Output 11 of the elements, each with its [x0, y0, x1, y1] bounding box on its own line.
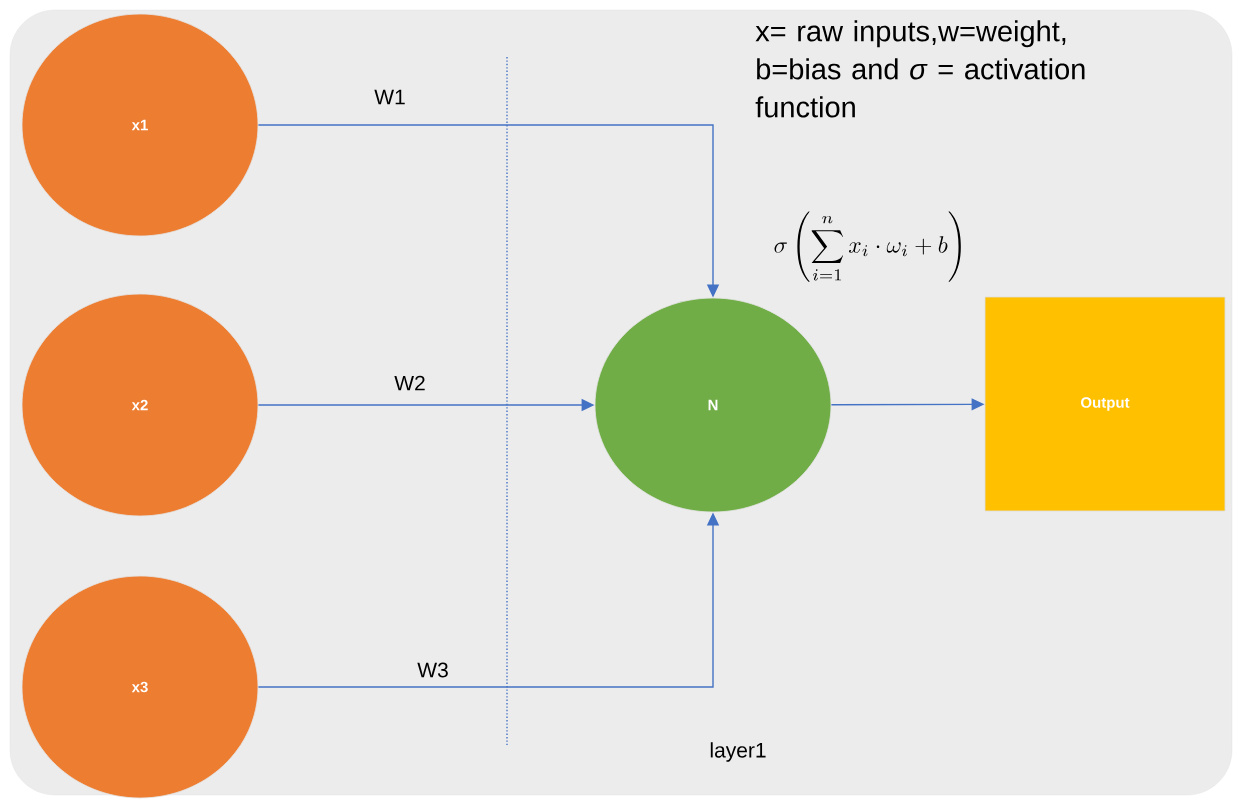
layer-label: layer1	[710, 742, 766, 762]
edge-label: W3	[417, 662, 448, 678]
circle-node: x3	[21, 575, 259, 799]
circle-node: x2	[21, 293, 259, 517]
edge-label: W1	[374, 89, 405, 105]
circle-node: N	[594, 297, 832, 513]
formula: $\sigma\left(\sum_{i=1}^{n} x_i \cdot \omega_i + b\right)$	[774, 211, 961, 282]
note-text: x= raw inputs,w=weight, b=bias and σ = activation function	[755, 20, 1085, 118]
output-box: Output	[984, 296, 1226, 512]
edge-label: W2	[394, 375, 425, 391]
circle-node: x1	[21, 13, 259, 237]
